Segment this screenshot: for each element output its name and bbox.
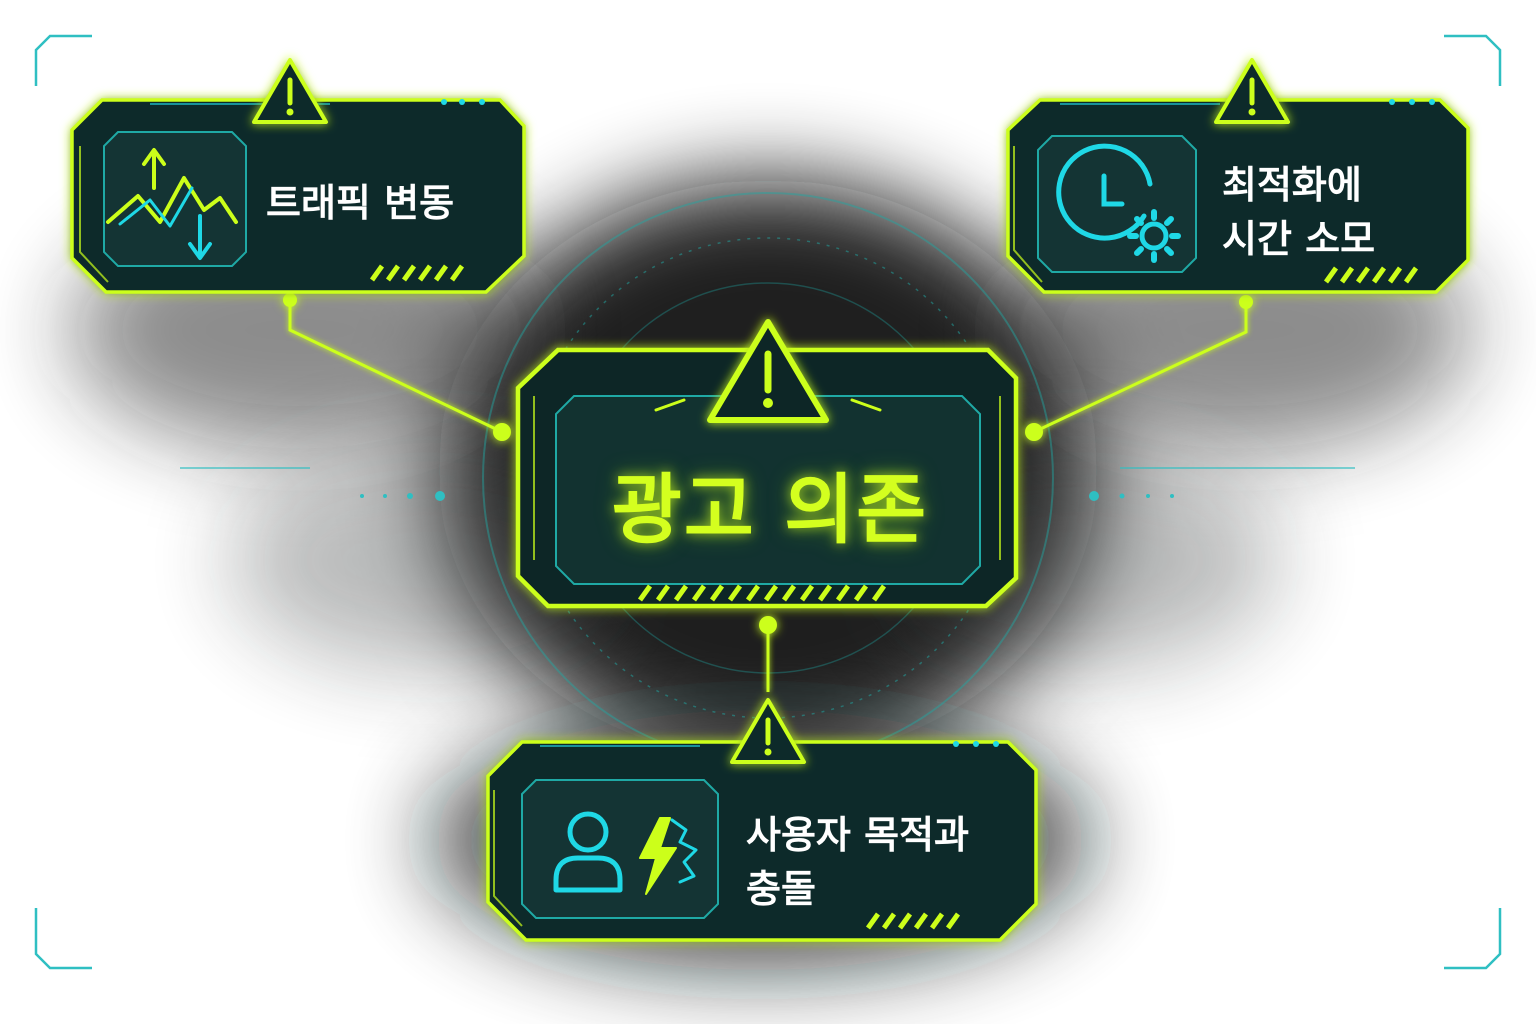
node-optimization-time xyxy=(1006,58,1470,294)
warning-icon xyxy=(730,698,806,764)
warning-icon xyxy=(252,58,328,124)
node-ad-dependency xyxy=(515,319,1019,609)
label-line: 시간 소모 xyxy=(1222,217,1376,261)
corner-brackets xyxy=(34,34,1502,970)
clock-gear-icon xyxy=(1056,143,1181,263)
user-conflict-label: 사용자 목적과 충돌 xyxy=(746,808,969,916)
label-line: 충돌 xyxy=(746,867,816,911)
optimization-time-label: 최적화에 시간 소모 xyxy=(1222,158,1375,266)
stripe-marks xyxy=(865,912,961,930)
connector-lines xyxy=(288,300,1248,692)
warning-rays xyxy=(654,398,882,412)
traffic-chart-icon xyxy=(106,148,238,260)
warning-icon xyxy=(1214,58,1290,124)
warning-icon xyxy=(707,319,829,423)
node-traffic-fluctuation xyxy=(70,58,526,294)
status-dots xyxy=(953,741,999,747)
status-dots xyxy=(441,99,485,105)
node-user-conflict xyxy=(486,698,1038,942)
traffic-fluctuation-label: 트래픽 변동 xyxy=(266,181,455,225)
stripe-marks xyxy=(637,584,887,602)
stripe-marks xyxy=(1323,266,1419,284)
status-dots xyxy=(1389,99,1435,105)
user-conflict-icon xyxy=(553,811,698,895)
label-line: 사용자 목적과 xyxy=(746,813,969,857)
label-line: 최적화에 xyxy=(1222,163,1362,207)
main-title: 광고 의존 xyxy=(611,465,929,554)
stripe-marks xyxy=(369,264,465,282)
connector-nodes xyxy=(283,293,1253,634)
side-hud-dots xyxy=(360,491,1174,501)
